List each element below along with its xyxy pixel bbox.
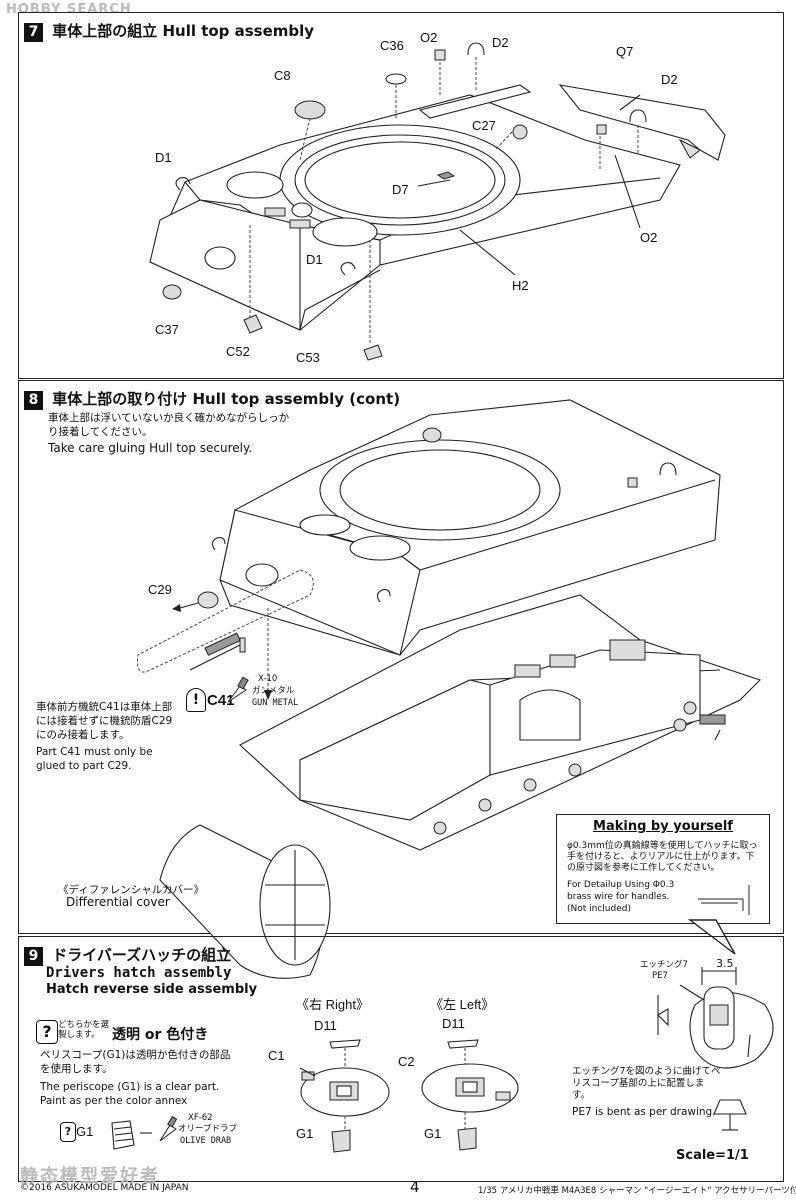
choice-icon: ? bbox=[36, 1020, 58, 1044]
part-c53: C53 bbox=[296, 350, 320, 365]
step8-section bbox=[18, 380, 784, 934]
step7-header: 7 車体上部の組立 Hull top assembly bbox=[24, 20, 314, 42]
choice-clear-or-colored: 透明 or 色付き bbox=[112, 1027, 209, 1043]
step8-number: 8 bbox=[24, 391, 43, 410]
periscope-drawing bbox=[111, 1115, 178, 1150]
pe7-note-jp: エッチング7を図のように曲げてペリスコープ基部の上に配置します。 bbox=[572, 1066, 721, 1101]
part-h2: H2 bbox=[512, 278, 529, 293]
brass-wire-diagram bbox=[698, 885, 750, 915]
step7-section bbox=[18, 12, 784, 379]
differential-cover-jp: 《ディファレンシャルカバー》 bbox=[58, 884, 204, 896]
choice-jp: どちらかを選製します。 bbox=[58, 1020, 110, 1040]
pe7-hatch-drawing bbox=[657, 967, 774, 1069]
part-d2-top: D2 bbox=[492, 35, 509, 50]
hull-top-drawing bbox=[149, 42, 726, 361]
watermark-bottom: 静态模型爱好者 bbox=[20, 1166, 160, 1187]
periscope-jp: ペリスコープ(G1)は透明か色付きの部品を使用します。 bbox=[40, 1049, 231, 1075]
making-by-yourself-box: Making by yourself φ0.3mm位の真鍮線等を使用してハッチに… bbox=[556, 814, 770, 924]
step9-title-jp: ドライバーズハッチの組立 bbox=[52, 946, 232, 964]
part-g1-periscope: G1 bbox=[76, 1124, 94, 1139]
part-c29: C29 bbox=[148, 582, 172, 597]
making-title: Making by yourself bbox=[593, 819, 733, 834]
g1-paint-code: XF-62 bbox=[188, 1113, 213, 1123]
scale-label: Scale=1/1 bbox=[676, 1148, 749, 1163]
part-o2-top: O2 bbox=[420, 30, 438, 45]
left-hatch-drawing bbox=[421, 1039, 519, 1151]
step9-title-en1: Drivers hatch assembly bbox=[46, 965, 232, 981]
right-label: 《右 Right》 bbox=[296, 997, 369, 1012]
dimension-3-5: 3.5 bbox=[716, 957, 734, 970]
making-jp: φ0.3mm位の真鍮線等を使用してハッチに取っ手を付けると、よりリアルに仕上がり… bbox=[567, 841, 758, 873]
hull-assembly-drawing bbox=[137, 399, 762, 979]
differential-cover-en: Differential cover bbox=[66, 895, 170, 909]
choice-icon-small: ? bbox=[60, 1122, 76, 1142]
c41-paint-jp: ガンメタル bbox=[252, 686, 295, 696]
part-d7: D7 bbox=[392, 182, 409, 197]
step7-number: 7 bbox=[24, 23, 43, 42]
step9-number: 9 bbox=[24, 947, 43, 966]
step9-header: 9 ドライバーズハッチの組立 bbox=[24, 944, 231, 966]
step9-title-en2: Hatch reverse side assembly bbox=[46, 982, 258, 997]
part-pe7: PE7 bbox=[652, 971, 668, 981]
part-c36: C36 bbox=[380, 38, 404, 53]
part-d11-left: D11 bbox=[442, 1016, 465, 1031]
etching-jp: エッチング7 bbox=[640, 960, 688, 970]
g1-paint-en: OLIVE DRAB bbox=[180, 1136, 232, 1146]
part-c41: C41 bbox=[207, 692, 235, 709]
footer-product: 1/35 アメリカ中戦車 M4A3E8 シャーマン "イージーエイト" アクセサ… bbox=[478, 1186, 796, 1196]
pe7-note-en: PE7 is bent as per drawing. bbox=[572, 1106, 716, 1118]
step8-note-en: Take care gluing Hull top securely. bbox=[48, 441, 253, 455]
part-c2: C2 bbox=[398, 1054, 415, 1069]
periscope-en: The periscope (G1) is a clear part. Pain… bbox=[40, 1081, 220, 1107]
step8-note-jp: 車体上部は浮いていないか良く確かめながらしっかり接着してください。 bbox=[48, 412, 290, 438]
part-c1: C1 bbox=[268, 1048, 285, 1063]
paint-brush-icon bbox=[227, 676, 249, 703]
part-c52: C52 bbox=[226, 344, 250, 359]
c41-note-en: Part C41 must only be glued to part C29. bbox=[36, 746, 153, 772]
right-hatch-drawing bbox=[299, 1039, 390, 1153]
page-number: 4 bbox=[410, 1178, 420, 1196]
part-q7: Q7 bbox=[616, 44, 634, 59]
step9-section bbox=[18, 936, 784, 1182]
making-en: For Detailup Using Φ0.3 brass wire for h… bbox=[567, 880, 675, 914]
part-d11-right: D11 bbox=[314, 1018, 337, 1033]
part-c27: C27 bbox=[472, 118, 496, 133]
c41-paint-en: GUN METAL bbox=[252, 698, 299, 708]
part-c8: C8 bbox=[274, 68, 291, 83]
left-label: 《左 Left》 bbox=[430, 997, 495, 1012]
part-g1-left: G1 bbox=[424, 1126, 442, 1141]
step8-title: 車体上部の取り付け Hull top assembly (cont) bbox=[52, 390, 401, 408]
part-c37: C37 bbox=[155, 322, 179, 337]
pe7-bent-drawing bbox=[713, 1099, 747, 1131]
part-d1-bottom: D1 bbox=[306, 252, 323, 267]
part-o2-right: O2 bbox=[640, 230, 658, 245]
watermark-top: HOBBY SEARCH bbox=[6, 2, 132, 17]
part-d1-left: D1 bbox=[155, 150, 172, 165]
part-g1-right: G1 bbox=[296, 1126, 314, 1141]
part-d2-right: D2 bbox=[661, 72, 678, 87]
callout-pointer bbox=[687, 919, 736, 955]
glue-caution-icon: ! bbox=[186, 688, 206, 712]
step8-header: 8 車体上部の取り付け Hull top assembly (cont) bbox=[24, 388, 400, 410]
step7-title: 車体上部の組立 Hull top assembly bbox=[52, 22, 315, 40]
footer-copyright: ©2016 ASUKAMODEL MADE IN JAPAN bbox=[20, 1183, 189, 1193]
c41-note-jp: 車体前方機銃C41は車体上部には接着せずに機銃防盾C29にのみ接着します。 bbox=[36, 701, 173, 741]
g1-paint-jp: オリーブドラブ bbox=[178, 1124, 237, 1134]
c41-paint-code: X-10 bbox=[258, 674, 278, 684]
